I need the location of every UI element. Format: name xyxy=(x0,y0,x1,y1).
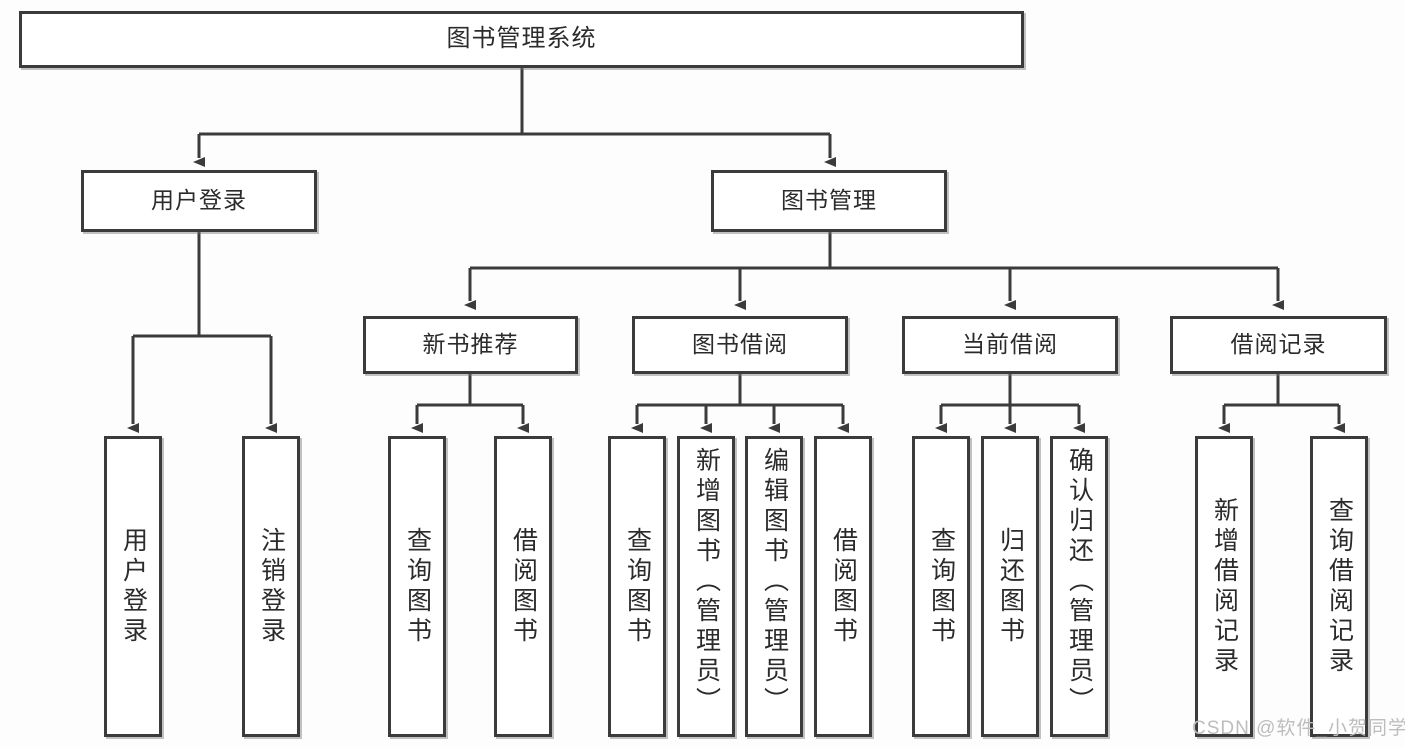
leaf-currentborrow-query-book[interactable]: 查询图书 xyxy=(912,436,970,737)
leaf-newbook-borrow-book[interactable]: 借阅图书 xyxy=(494,436,552,737)
leaf-bookborrow-edit-book-admin-label: 编辑图书（管理员） xyxy=(760,447,789,717)
leaf-borrowrecord-add-record-label: 新增借阅记录 xyxy=(1210,496,1239,677)
leaf-user-login[interactable]: 用户登录 xyxy=(104,436,162,737)
node-book-management[interactable]: 图书管理 xyxy=(711,170,947,232)
csdn-watermark: CSDN @软件_小贺同学 xyxy=(1192,718,1405,739)
leaf-currentborrow-confirm-return-admin-label: 确认归还（管理员） xyxy=(1065,447,1094,717)
leaf-borrowrecord-query-record-label: 查询借阅记录 xyxy=(1325,496,1354,677)
node-borrow-record-label: 借阅记录 xyxy=(1230,331,1327,358)
node-user-login-label: 用户登录 xyxy=(151,187,247,214)
leaf-borrowrecord-add-record[interactable]: 新增借阅记录 xyxy=(1195,436,1253,737)
leaf-newbook-query-book-label: 查询图书 xyxy=(403,526,432,647)
leaf-currentborrow-return-book[interactable]: 归还图书 xyxy=(981,436,1039,737)
leaf-newbook-borrow-book-label: 借阅图书 xyxy=(509,526,538,647)
leaf-newbook-query-book[interactable]: 查询图书 xyxy=(388,436,446,737)
leaf-currentborrow-query-book-label: 查询图书 xyxy=(927,526,956,647)
node-root-label: 图书管理系统 xyxy=(446,25,597,53)
leaf-bookborrow-edit-book-admin[interactable]: 编辑图书（管理员） xyxy=(745,436,803,737)
node-book-management-label: 图书管理 xyxy=(781,187,877,214)
leaf-borrowrecord-query-record[interactable]: 查询借阅记录 xyxy=(1310,436,1368,737)
node-new-book-recommend[interactable]: 新书推荐 xyxy=(363,316,578,374)
node-current-borrow-label: 当前借阅 xyxy=(962,331,1058,358)
node-user-login[interactable]: 用户登录 xyxy=(81,170,317,232)
leaf-currentborrow-return-book-label: 归还图书 xyxy=(996,526,1025,647)
leaf-bookborrow-query-book-label: 查询图书 xyxy=(623,526,652,647)
leaf-logout-label: 注销登录 xyxy=(257,526,286,647)
leaf-logout[interactable]: 注销登录 xyxy=(242,436,300,737)
leaf-user-login-label: 用户登录 xyxy=(119,526,148,647)
node-book-borrow[interactable]: 图书借阅 xyxy=(632,316,848,374)
node-new-book-recommend-label: 新书推荐 xyxy=(422,331,519,358)
leaf-currentborrow-confirm-return-admin[interactable]: 确认归还（管理员） xyxy=(1050,436,1108,737)
node-root-book-management-system[interactable]: 图书管理系统 xyxy=(19,11,1024,68)
leaf-bookborrow-borrow-book[interactable]: 借阅图书 xyxy=(814,436,872,737)
leaf-bookborrow-borrow-book-label: 借阅图书 xyxy=(829,526,858,647)
leaf-bookborrow-add-book-admin-label: 新增图书（管理员） xyxy=(692,447,721,717)
leaf-bookborrow-query-book[interactable]: 查询图书 xyxy=(608,436,666,737)
node-current-borrow[interactable]: 当前借阅 xyxy=(902,316,1118,374)
node-book-borrow-label: 图书借阅 xyxy=(692,331,788,358)
node-borrow-record[interactable]: 借阅记录 xyxy=(1170,316,1387,374)
leaf-bookborrow-add-book-admin[interactable]: 新增图书（管理员） xyxy=(677,436,735,737)
